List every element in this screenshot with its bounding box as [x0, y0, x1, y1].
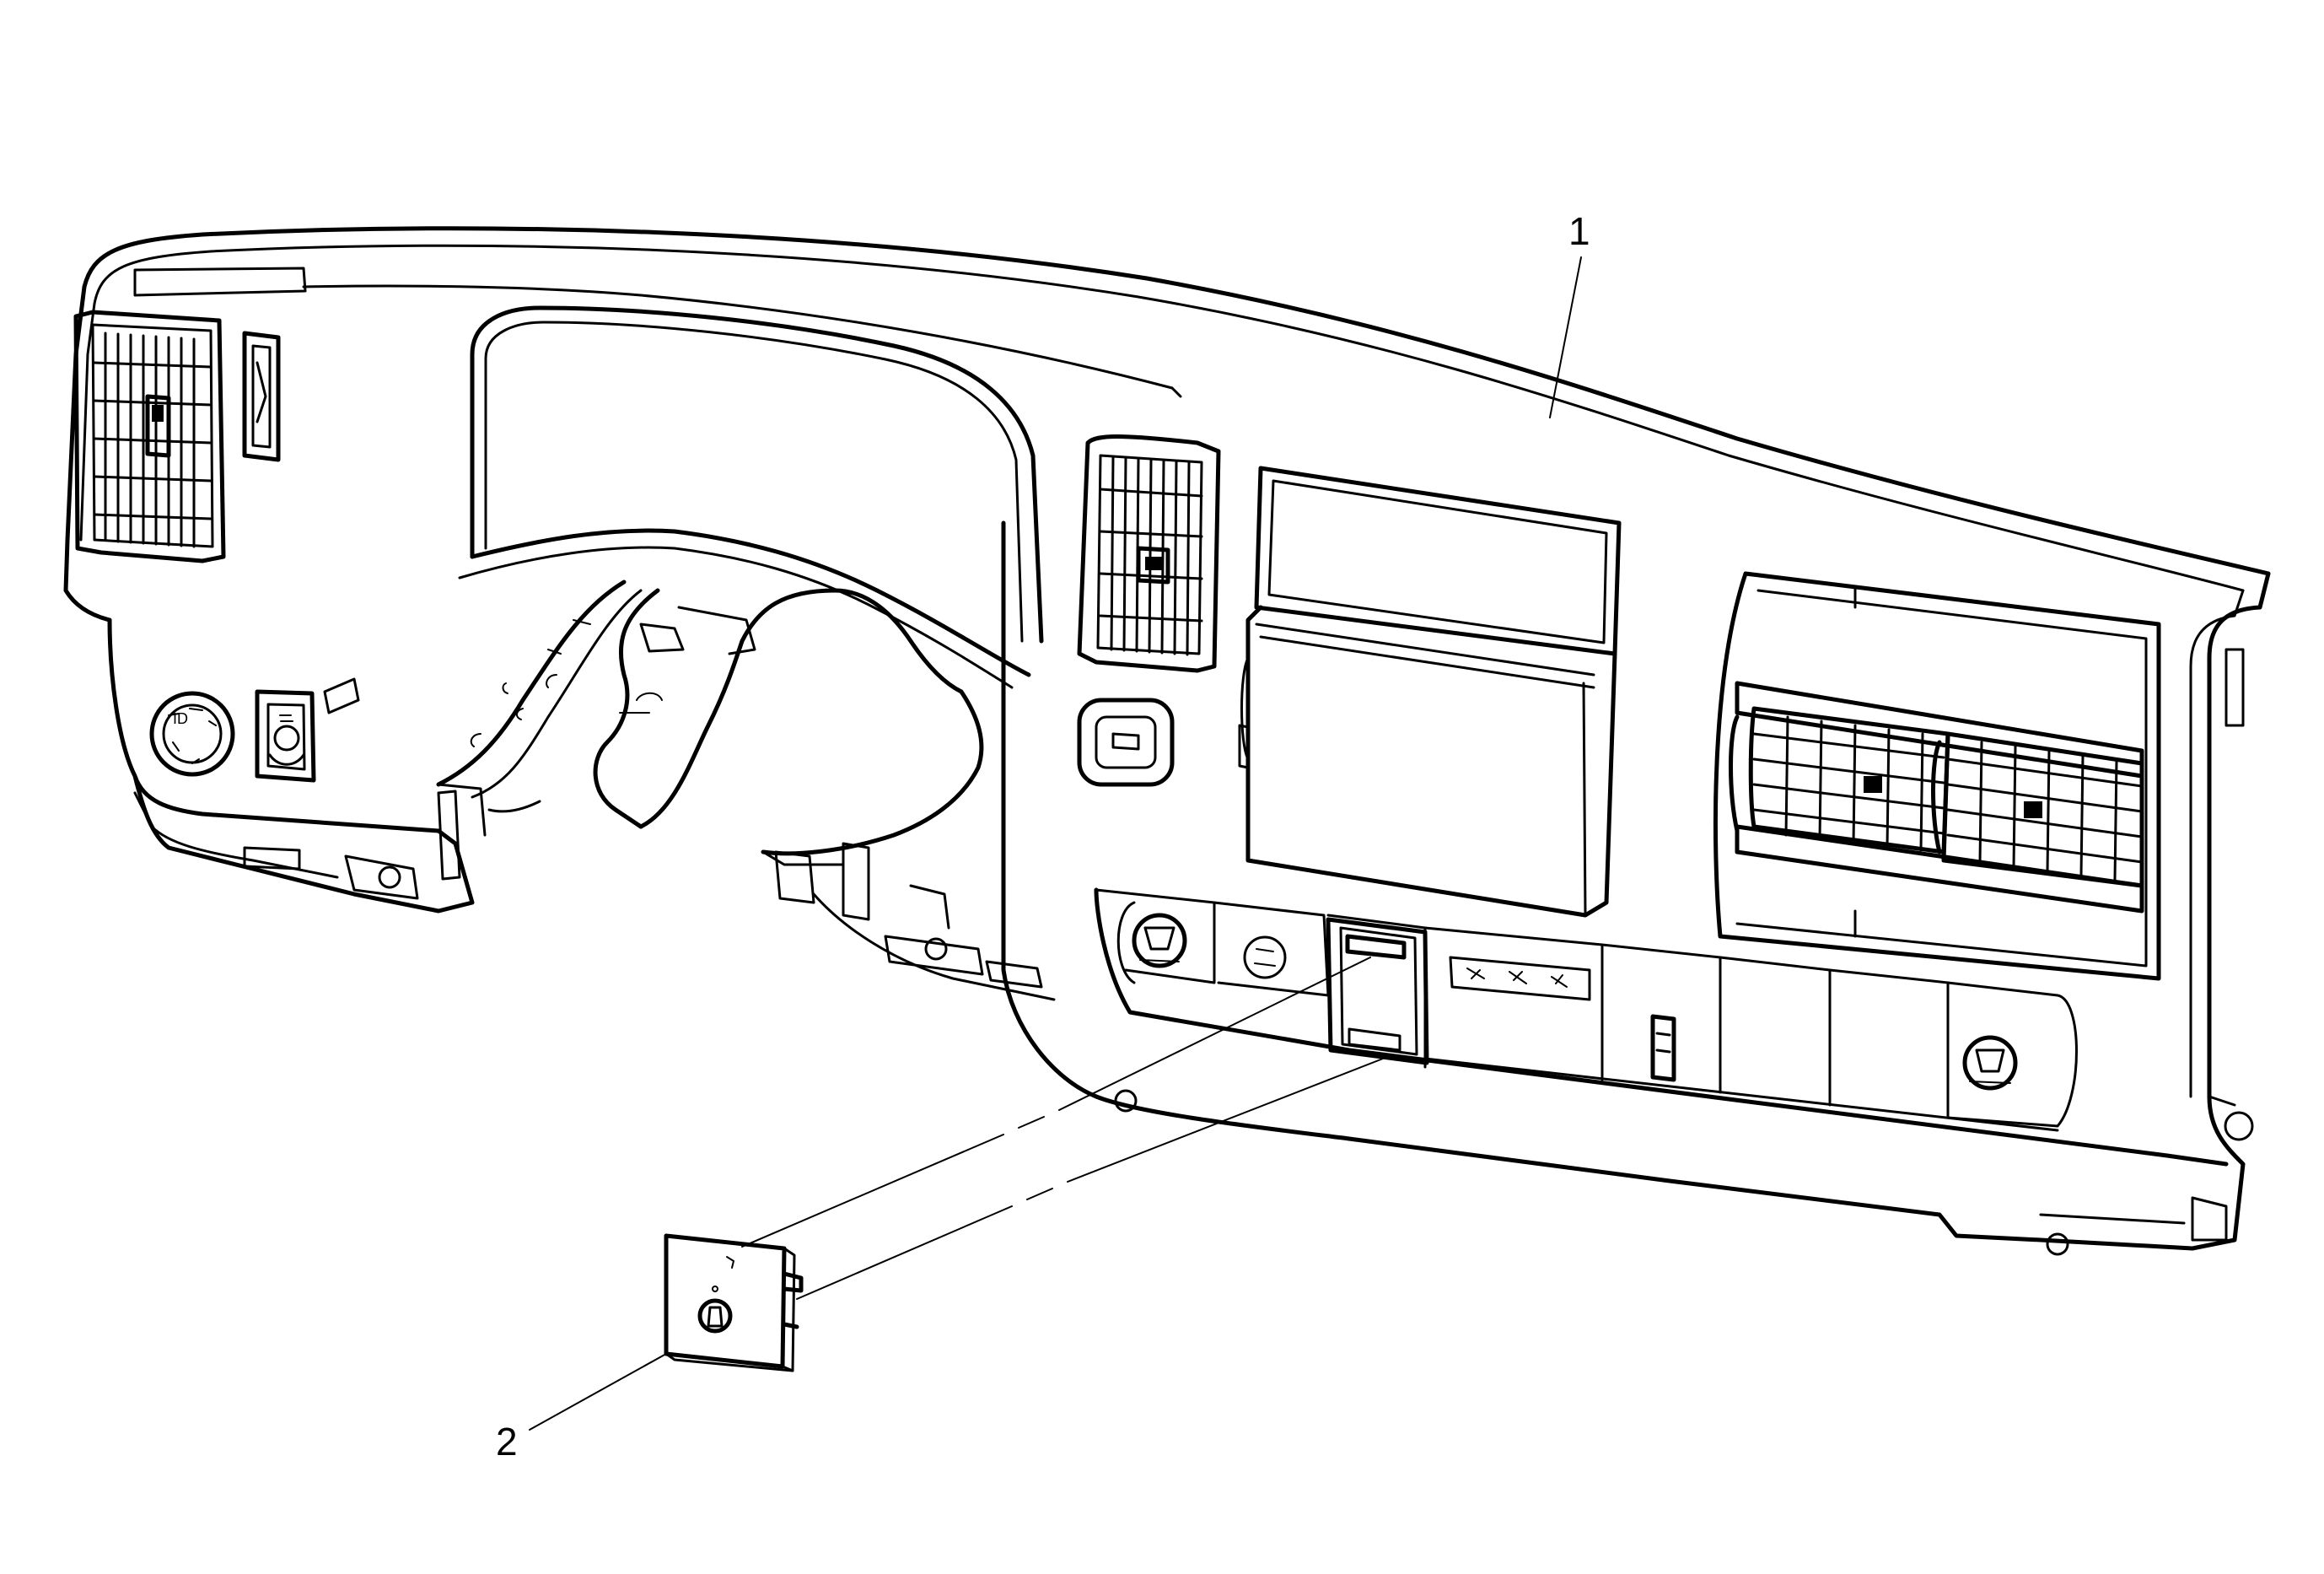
center-air-vent	[1077, 434, 1221, 673]
callout-1: 1	[1568, 209, 1590, 253]
power-outlet-icon	[1077, 698, 1175, 787]
left-power-outlet-icon	[1116, 901, 1187, 984]
hazard-switch-icon	[1449, 956, 1591, 1001]
radio-opening	[1238, 466, 1622, 918]
switch-component	[664, 1233, 804, 1372]
callout-2: 2	[496, 1420, 518, 1463]
switch-opening	[1326, 917, 1429, 1065]
installation-guide-lines	[741, 957, 1384, 1300]
headlamp-switch-icon: ID	[149, 691, 235, 777]
callout-1-leader	[1549, 256, 1582, 418]
svg-text:ID: ID	[173, 710, 188, 727]
left-air-vent	[73, 310, 226, 563]
right-power-outlet-icon	[1962, 1035, 2018, 1091]
lower-switch-bank	[1094, 887, 2229, 1167]
callout-2-leader	[529, 1353, 667, 1431]
instrument-panel: ID	[63, 226, 2271, 1256]
rocker-switch	[255, 689, 316, 783]
right-air-vents	[1713, 571, 2161, 981]
